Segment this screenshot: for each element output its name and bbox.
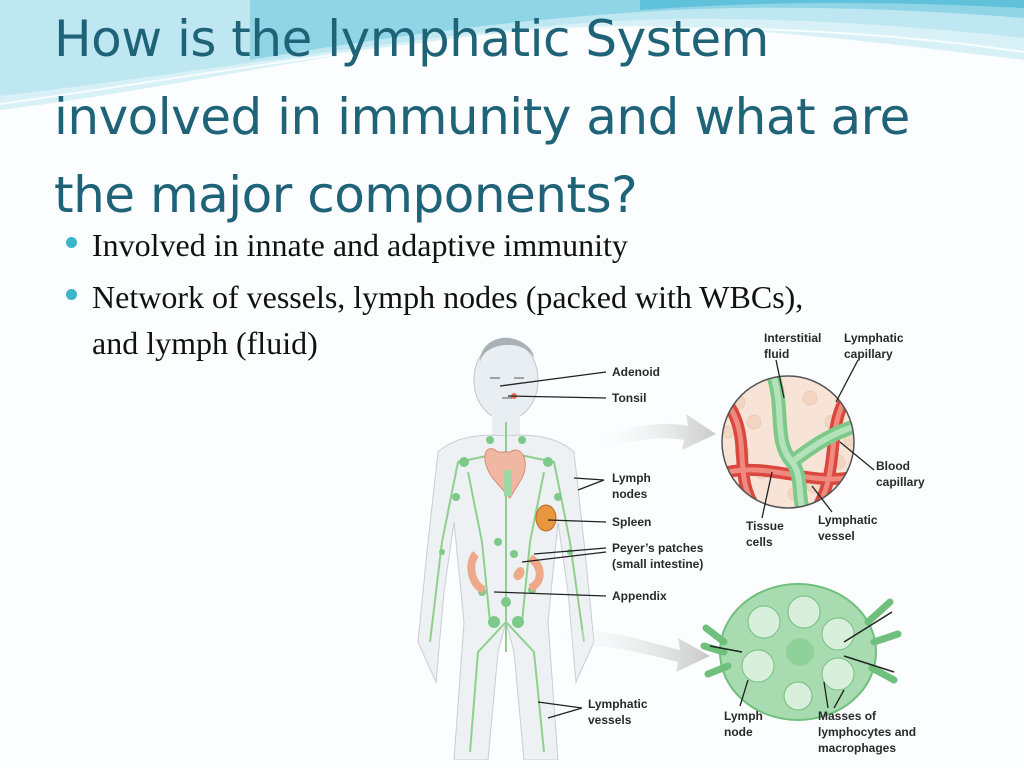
arrow-to-node-detail bbox=[548, 628, 710, 672]
label-lymphatic-vessel: Lymphatic vessel bbox=[818, 513, 881, 543]
slide-title: How is the lymphatic System involved in … bbox=[54, 0, 1014, 234]
capillary-detail-circle bbox=[721, 375, 855, 509]
label-tonsil: Tonsil bbox=[612, 391, 646, 405]
bullet-list: Involved in innate and adaptive immunity… bbox=[66, 222, 966, 372]
label-adenoid: Adenoid bbox=[612, 365, 660, 379]
bullet-text: and lymph (fluid) bbox=[92, 325, 318, 361]
label-blood-capillary: Blood capillary bbox=[876, 459, 925, 489]
label-masses-of-lymphocytes: Masses of lymphocytes and macrophages bbox=[818, 709, 919, 755]
title-line-2: involved in immunity and what are bbox=[54, 88, 910, 146]
arrow-to-capillary-detail bbox=[588, 414, 716, 454]
bullet-item: Network of vessels, lymph nodes (packed … bbox=[66, 274, 966, 366]
label-lymphatic-vessels: Lymphatic vessels bbox=[588, 697, 651, 727]
label-appendix: Appendix bbox=[612, 589, 667, 603]
label-lymph-nodes: Lymph nodes bbox=[612, 471, 654, 501]
detail-leader-lines bbox=[739, 359, 875, 709]
lymphatic-system-figure: Adenoid Tonsil Lymph nodes Spleen Peyer’… bbox=[417, 331, 925, 760]
bullet-text: Involved in innate and adaptive immunity bbox=[92, 227, 628, 263]
label-interstitial-fluid: Interstitial fluid bbox=[764, 331, 825, 361]
bullet-item: Involved in innate and adaptive immunity bbox=[66, 222, 966, 268]
label-peyers-patches: Peyer’s patches (small intestine) bbox=[612, 541, 707, 571]
lymph-node-detail bbox=[700, 583, 902, 721]
label-spleen: Spleen bbox=[612, 515, 651, 529]
body-illustration bbox=[417, 337, 595, 760]
header-wave-decoration bbox=[0, 0, 1024, 110]
title-line-1: How is the lymphatic System bbox=[54, 10, 769, 68]
title-line-3: the major components? bbox=[54, 166, 638, 224]
leader-lines bbox=[493, 371, 607, 719]
label-lymph-node: Lymph node bbox=[724, 709, 766, 739]
bullet-text: Network of vessels, lymph nodes (packed … bbox=[92, 279, 804, 315]
label-tissue-cells: Tissue cells bbox=[746, 519, 787, 549]
label-lymphatic-capillary: Lymphatic capillary bbox=[844, 331, 907, 361]
